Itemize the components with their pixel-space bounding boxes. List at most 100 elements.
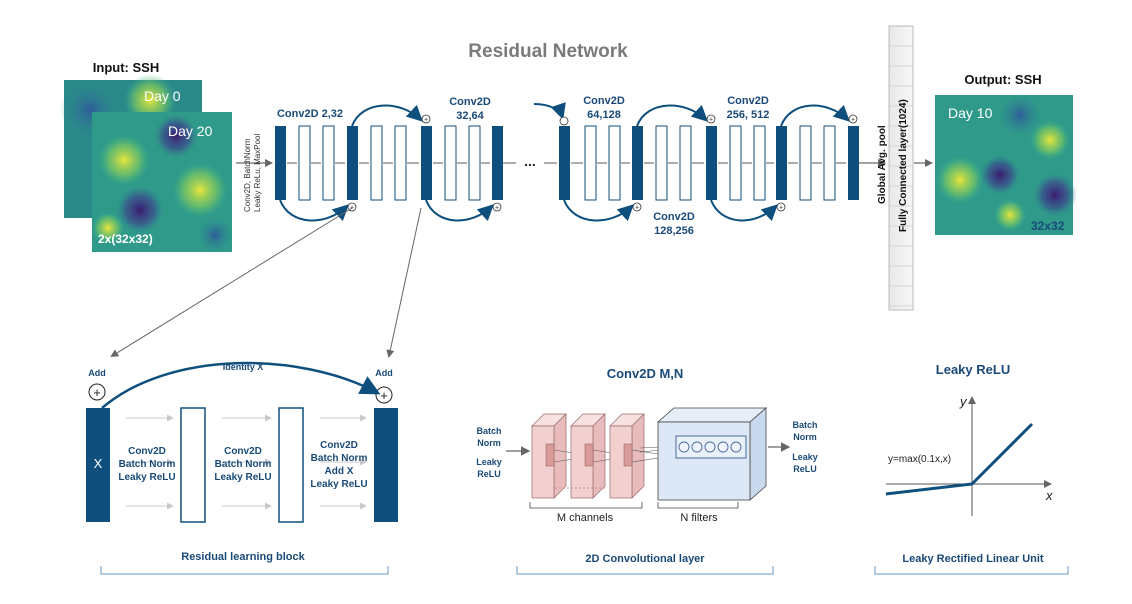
navy-layer	[492, 126, 503, 200]
residual-block: Add + Add + Identity X X Conv2D Batch No…	[86, 361, 398, 575]
channel-side	[631, 413, 645, 499]
skip-arc	[636, 104, 708, 127]
stem-label-line1: Conv2D, BatchNorm	[243, 138, 252, 212]
navy-layer	[275, 126, 286, 200]
add-node-plus: +	[635, 205, 639, 212]
output-heatmap	[935, 93, 1077, 235]
conv-layer	[679, 125, 692, 201]
residual-g2-line: Leaky ReLU	[214, 472, 271, 483]
fully-connected-label: Fully Connected layer(1024)	[898, 99, 909, 232]
leaky-title: Leaky ReLU	[936, 362, 1010, 377]
add-node	[776, 202, 786, 212]
kernel-patch	[584, 443, 594, 467]
leaky-x-label: x	[1045, 488, 1053, 503]
add-left-circle	[88, 383, 106, 401]
residual-g3-line: Leaky ReLU	[310, 479, 367, 490]
skip-arc	[533, 102, 566, 120]
block1-label: Conv2D 2,32	[277, 108, 343, 120]
residual-caption-bracket	[100, 566, 389, 575]
fc-bar	[888, 25, 914, 311]
n-filters-bracket	[657, 502, 739, 509]
block5-label-line1: Conv2D	[727, 95, 769, 107]
conv-channel-stack	[531, 413, 683, 499]
residual-output-layer	[374, 408, 398, 522]
output-shape-label: 32x32	[1031, 219, 1065, 233]
conv-out-line: ReLU	[793, 464, 817, 474]
leaky-curve	[885, 422, 1034, 496]
conv-layer	[584, 125, 597, 201]
filter-unit	[704, 441, 716, 453]
conv-block: Conv2D M,N Batch Norm Leaky ReLU Batch N…	[476, 366, 818, 575]
add-node-plus: +	[779, 205, 783, 212]
kernel-line	[631, 457, 659, 463]
add-left-label: Add	[88, 368, 106, 378]
block4-label-line1: Conv2D	[653, 211, 695, 223]
page-title: Residual Network	[468, 41, 628, 62]
conv-layer	[444, 125, 457, 201]
block4-label-line2: 128,256	[654, 225, 694, 237]
filter-unit	[717, 441, 729, 453]
block3-label-line2: 64,128	[587, 109, 621, 121]
add-right-label: Add	[375, 368, 393, 378]
filter-units	[678, 441, 742, 453]
navy-layer	[559, 126, 570, 200]
zoom-line-right	[386, 207, 422, 358]
block2-label-line1: Conv2D	[449, 96, 491, 108]
conv-in-line: ReLU	[477, 469, 501, 479]
conv-layer	[655, 125, 668, 201]
network-layers: +++++++	[236, 102, 933, 222]
conv-out-line: Leaky	[792, 452, 818, 462]
residual-g3-line: Conv2D	[320, 440, 358, 451]
ellipsis: ...	[524, 153, 536, 169]
add-node-plus: +	[851, 117, 855, 124]
n-filters-label: N filters	[680, 512, 718, 524]
residual-hidden-layer-1	[180, 407, 206, 523]
input-day0-label: Day 0	[144, 88, 181, 104]
leaky-caption: Leaky Rectified Linear Unit	[902, 553, 1044, 565]
block5-label-line2: 256, 512	[727, 109, 770, 121]
skip-arc	[563, 199, 634, 222]
input-x-layer	[86, 408, 110, 522]
filter-unit	[691, 441, 703, 453]
channel-side	[592, 413, 606, 499]
conv-layer	[753, 125, 766, 201]
conv-layer	[608, 125, 621, 201]
conv-out-line: Norm	[793, 432, 817, 442]
add-node	[632, 202, 642, 212]
navy-layer	[347, 126, 358, 200]
skip-arc	[351, 104, 423, 127]
residual-g2-line: Batch Norm	[215, 459, 272, 470]
conv-in-line: Leaky	[476, 457, 502, 467]
navy-layer	[776, 126, 787, 200]
output-day-label: Day 10	[948, 105, 993, 121]
navy-layer	[632, 126, 643, 200]
conv-in-line: Norm	[477, 438, 501, 448]
stem-label-line2: Leaky ReLu, MaxPool	[253, 134, 262, 212]
add-node-plus: +	[424, 117, 428, 124]
conv-layer	[799, 125, 812, 201]
residual-group-1-text: Conv2D Batch Norm Leaky ReLU	[118, 446, 175, 483]
leaky-caption-bracket	[874, 566, 1069, 575]
identity-arc	[101, 361, 381, 409]
residual-g1-line: Leaky ReLU	[118, 472, 175, 483]
residual-flow-arrows	[126, 414, 367, 510]
leaky-y-label: y	[959, 394, 968, 409]
conv-out-line: Batch	[792, 420, 817, 430]
global-avg-pool-label: Global Avg. pool	[877, 125, 888, 204]
add-node-plus: +	[495, 205, 499, 212]
add-left-plus: +	[93, 385, 101, 400]
add-right-plus: +	[380, 388, 388, 403]
navy-layer	[848, 126, 859, 200]
kernel-patch	[545, 443, 555, 467]
navy-layer	[421, 126, 432, 200]
filter-unit	[730, 441, 742, 453]
block3-label-line1: Conv2D	[583, 95, 625, 107]
kernel-patch	[623, 443, 633, 467]
m-channels-label: M channels	[557, 512, 614, 524]
conv-in-line: Batch	[476, 426, 501, 436]
add-node	[848, 114, 858, 124]
conv-layer	[394, 125, 407, 201]
skip-arc	[710, 199, 778, 222]
block2-label-line2: 32,64	[456, 110, 484, 122]
